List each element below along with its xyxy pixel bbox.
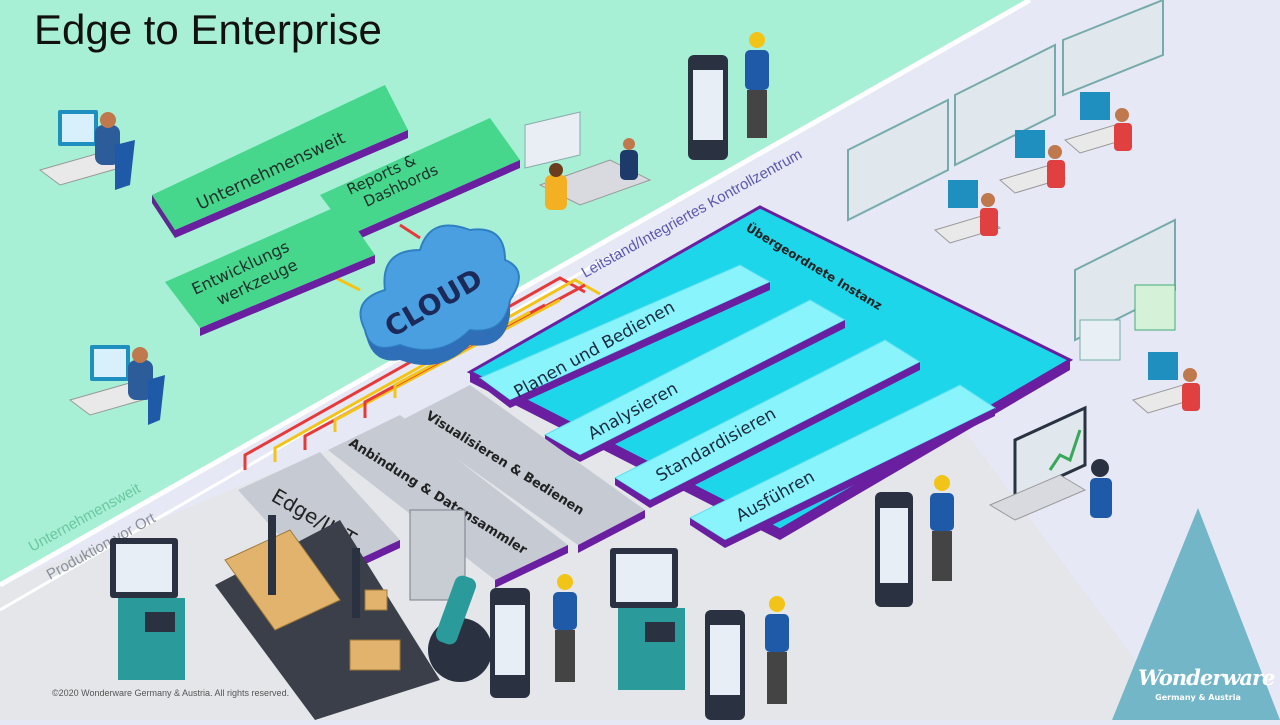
workstation-top-left: [38, 110, 135, 190]
worker-mid: [490, 574, 577, 698]
logo-wordmark: Wonderware: [1138, 665, 1275, 690]
kiosk-mid: [610, 548, 685, 690]
logo-triangle: [1112, 508, 1280, 720]
kiosk-left: [110, 538, 185, 680]
block-reports-dashboards: Reports & Dashbords: [320, 118, 520, 243]
logo-region: Germany & Austria: [1155, 693, 1241, 702]
workstation-illustrations: [38, 0, 1200, 607]
control-room-screens: [847, 0, 1176, 361]
production-illustrations: [110, 509, 789, 720]
worker-bottom: [705, 596, 789, 720]
wonderware-logo: Wonderware Germany & Austria: [1138, 665, 1275, 702]
wire-red-1: [243, 276, 586, 470]
copyright-notice: ©2020 Wonderware Germany & Austria. All …: [52, 688, 290, 698]
meeting-table: [524, 111, 652, 210]
worker-top: [688, 32, 769, 160]
wire-to-cloud-red: [399, 223, 421, 240]
operator-desks: [933, 92, 1200, 414]
worker-right: [875, 475, 954, 607]
workstation-mid-left: [68, 345, 165, 425]
conveyor-robot: [215, 509, 492, 720]
slide-title: Edge to Enterprise: [34, 6, 382, 53]
block-entwicklungswerkzeuge: Entwicklungs werkzeuge: [165, 205, 375, 336]
cloud-shape: [359, 224, 520, 351]
cloud: CLOUD: [359, 224, 520, 365]
analytics-station: [988, 405, 1112, 521]
block-unternehmensweit: Unternehmensweit: [152, 85, 408, 238]
